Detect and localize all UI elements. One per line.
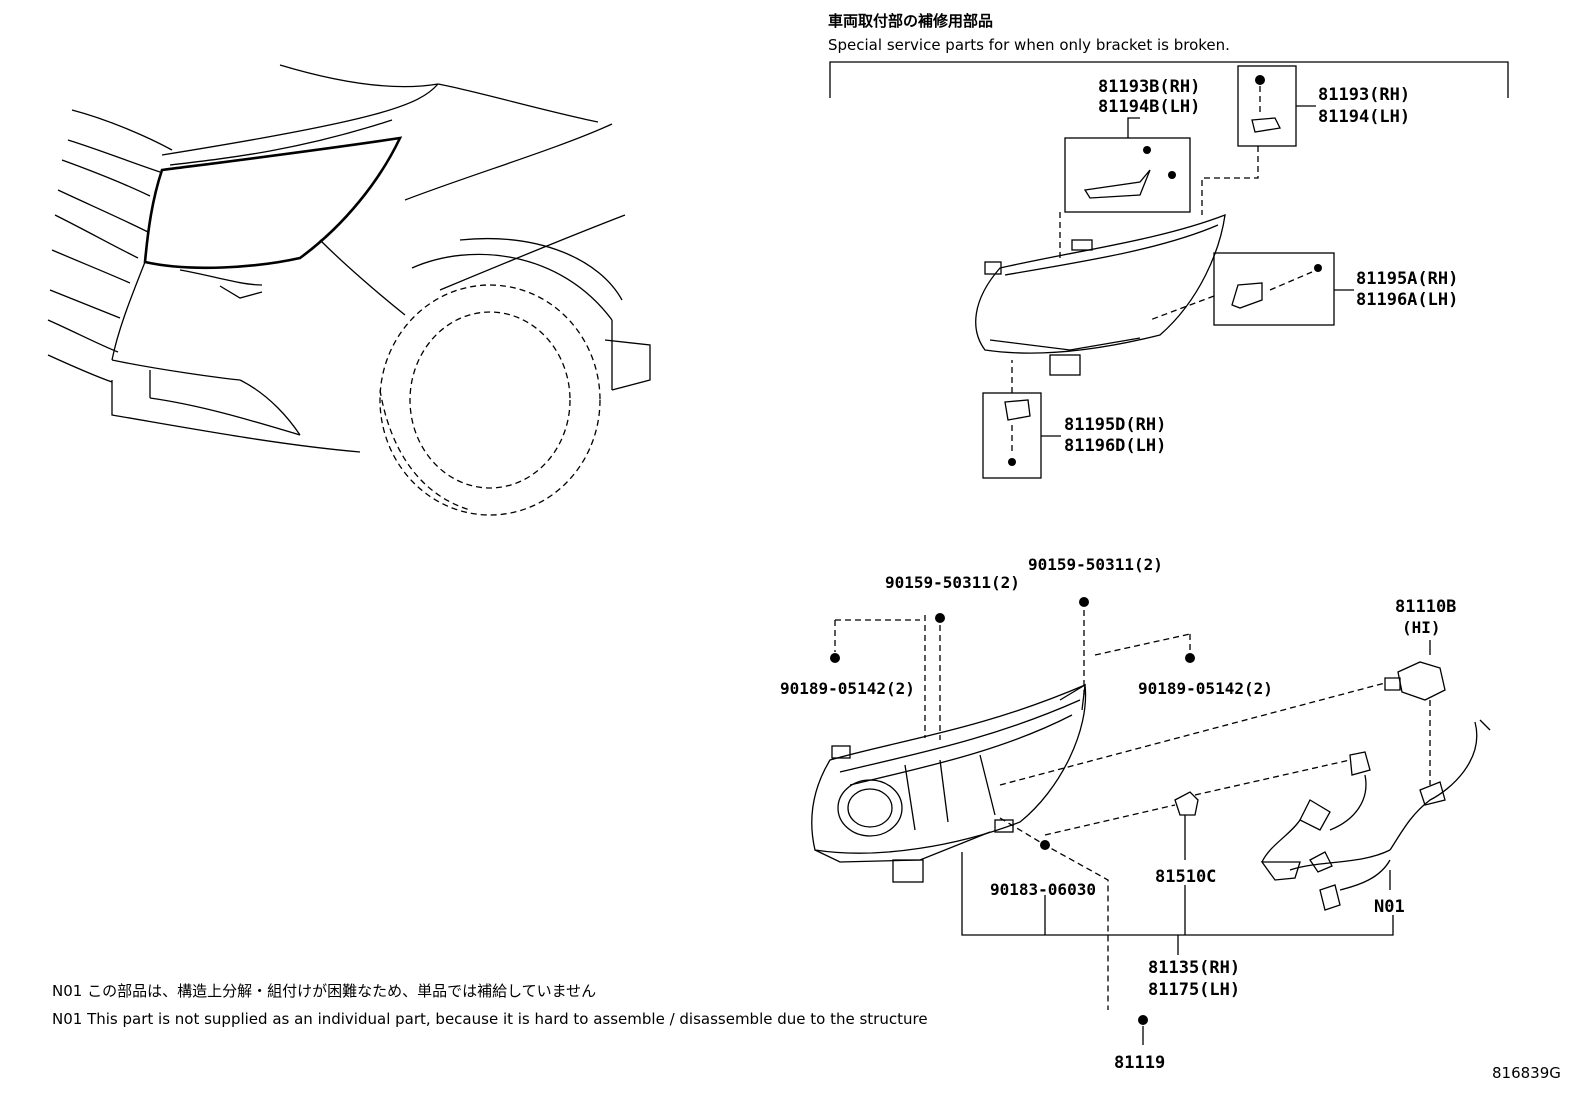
box-81193: [1237, 65, 1297, 147]
headlamp-assembly: [811, 683, 1087, 883]
fasteners: 90159-50311(2) 90159-50311(2) 90189-0514…: [780, 555, 1273, 1073]
label-90159-left: 90159-50311(2): [885, 573, 1020, 592]
label-81110B: 81110B: [1395, 597, 1456, 617]
note-jp: N01 この部品は、構造上分解・組付けが困難なため、単品では補給していません: [52, 982, 596, 1000]
vehicle-front-illustration: [47, 64, 651, 516]
label-90159-right: 90159-50311(2): [1028, 555, 1163, 574]
label-90183: 90183-06030: [990, 880, 1096, 899]
label-90189-right: 90189-05142(2): [1138, 679, 1273, 698]
assembly-bracket: 81135(RH) 81175(LH): [961, 852, 1394, 1000]
label-81194B: 81194B(LH): [1098, 97, 1200, 117]
label-81119: 81119: [1114, 1053, 1165, 1073]
label-81175: 81175(LH): [1148, 980, 1240, 1000]
header-bracket: [829, 61, 1509, 98]
label-N01: N01: [1374, 897, 1405, 917]
label-81135: 81135(RH): [1148, 958, 1240, 978]
notes: N01 この部品は、構造上分解・組付けが困難なため、単品では補給していません N…: [52, 982, 928, 1028]
label-81196D: 81196D(LH): [1064, 436, 1166, 456]
figure-id: 816839G: [1492, 1064, 1561, 1082]
header-jp: 車両取付部の補修用部品: [828, 12, 993, 30]
service-bracket-section: 81193B(RH) 81194B(LH) 81193(RH) 81194(LH…: [975, 65, 1458, 479]
bulbs-and-harness: 81110B (HI) 81510C N01: [999, 597, 1491, 917]
label-90189-left: 90189-05142(2): [780, 679, 915, 698]
label-81196A: 81196A(LH): [1356, 290, 1458, 310]
label-81110B-sub: (HI): [1402, 618, 1441, 637]
label-81193B: 81193B(RH): [1098, 77, 1200, 97]
label-81510C: 81510C: [1155, 867, 1216, 887]
label-81194: 81194(LH): [1318, 107, 1410, 127]
header-text: 車両取付部の補修用部品 Special service parts for wh…: [828, 12, 1509, 98]
label-81193: 81193(RH): [1318, 85, 1410, 105]
label-81195A: 81195A(RH): [1356, 269, 1458, 289]
note-en: N01 This part is not supplied as an indi…: [52, 1010, 928, 1028]
box-81195A: [1213, 252, 1335, 326]
label-81195D: 81195D(RH): [1064, 415, 1166, 435]
header-en: Special service parts for when only brac…: [828, 36, 1230, 54]
